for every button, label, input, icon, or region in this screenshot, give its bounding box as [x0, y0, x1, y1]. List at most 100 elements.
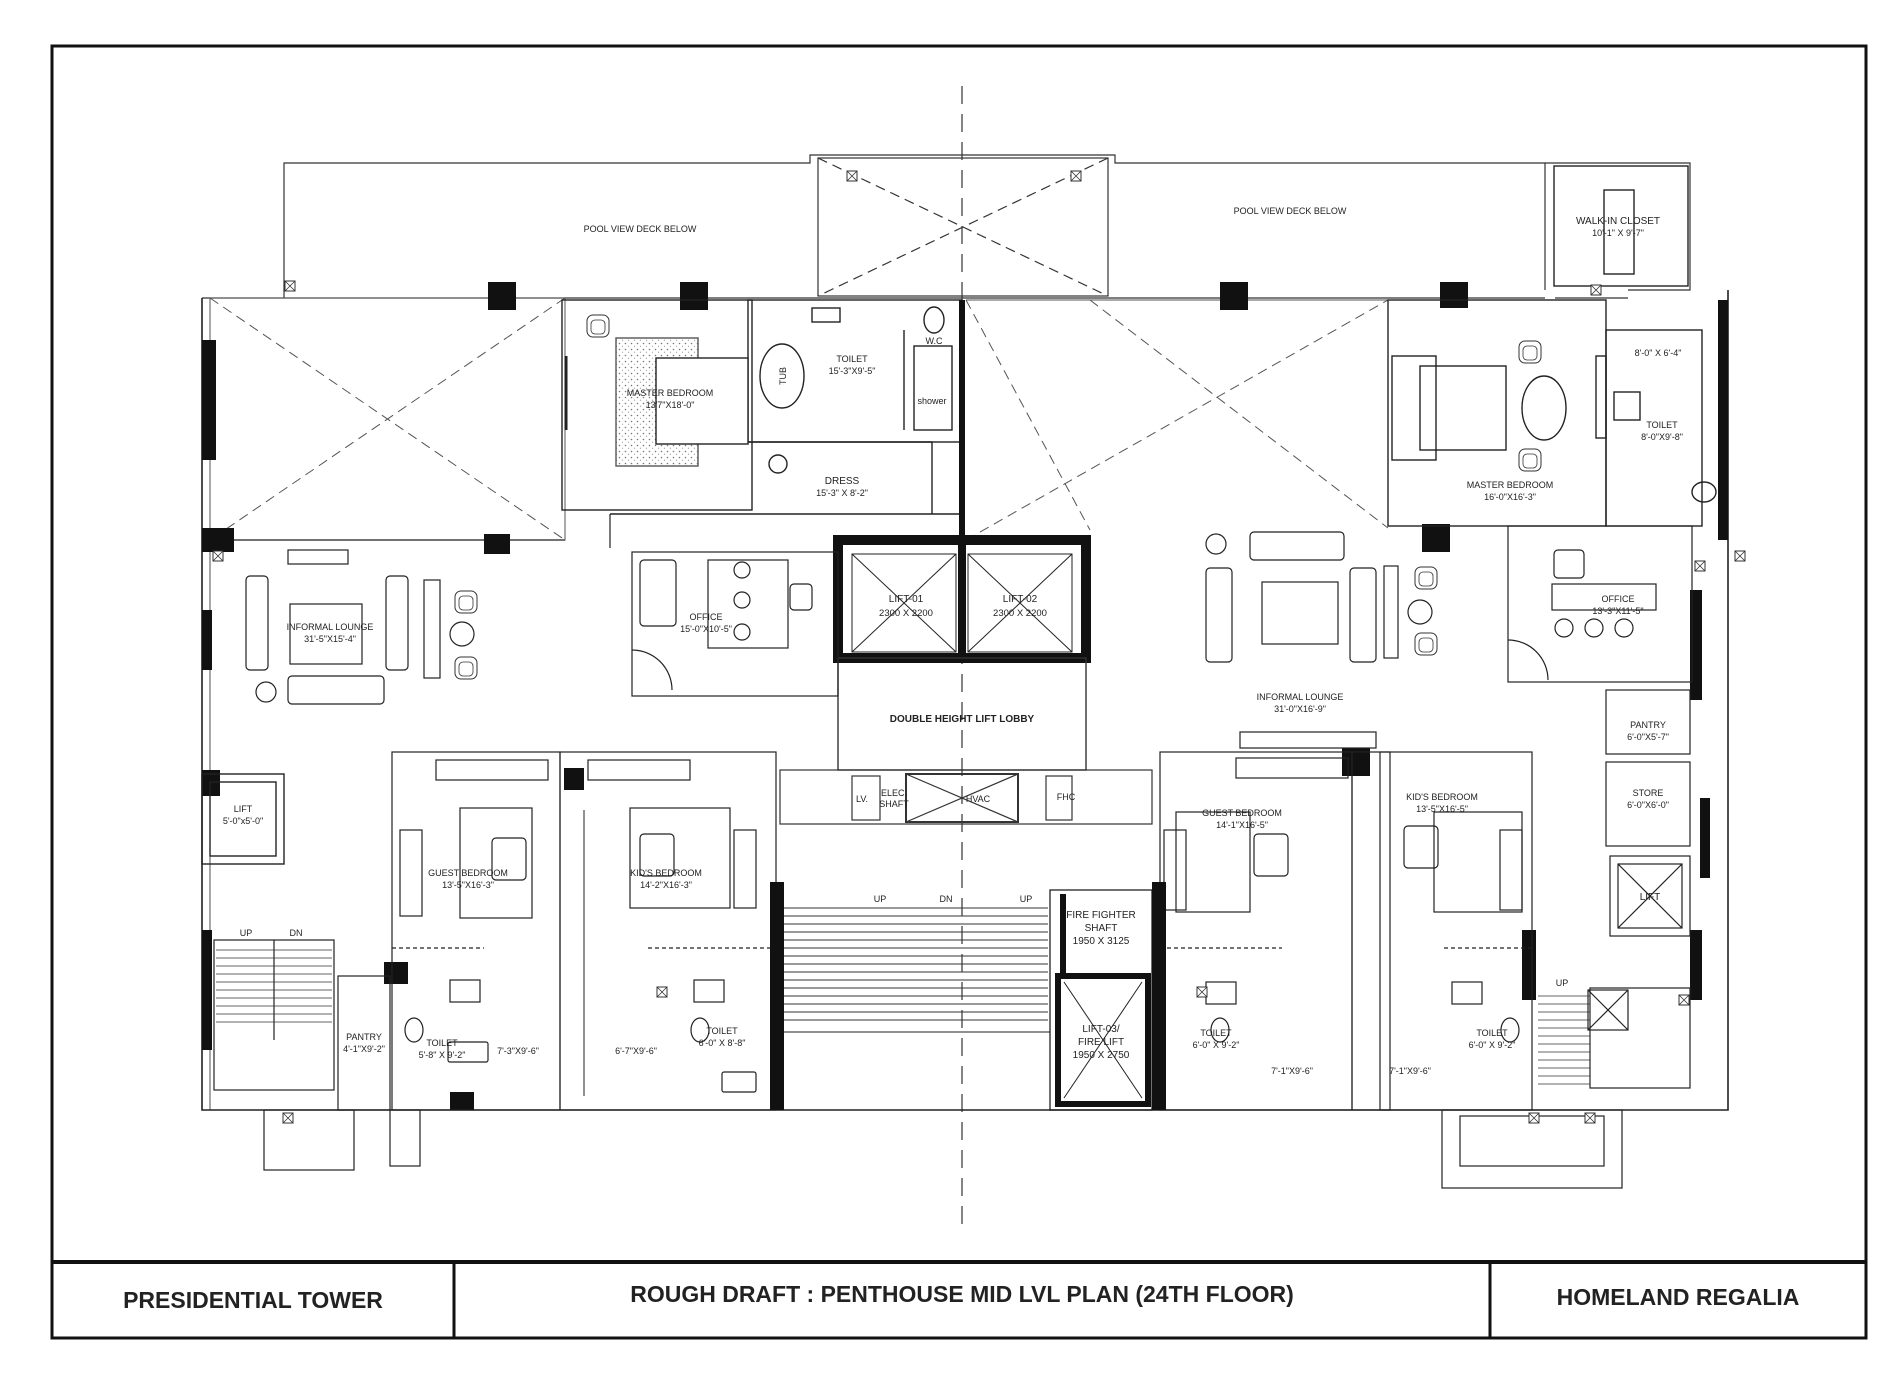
office-right-dim: 13'-3"X11'-5"	[1592, 606, 1643, 616]
lift-03-label-2: FIRE LIFT	[1078, 1037, 1124, 1048]
dress-label: DRESS	[825, 476, 860, 487]
title-left: PRESIDENTIAL TOWER	[123, 1287, 383, 1313]
toilet-top-dim: 15'-3"X9'-5"	[829, 366, 876, 376]
walk-in-dim: 10'-1" X 9'-7"	[1592, 228, 1644, 238]
deck-outlines	[202, 154, 1691, 299]
office-right	[1507, 525, 1693, 683]
master-bed-right-label: MASTER BEDROOM	[1467, 480, 1554, 490]
armchair-icon	[1414, 566, 1438, 590]
services-strip	[779, 769, 1153, 825]
left-stair	[213, 939, 335, 1091]
right-stair-treads	[1538, 995, 1590, 1085]
toilet-right-top-dim: 8'-0"X9'-8"	[1641, 432, 1683, 442]
toilet-gl-dim: 5'-8" X 9'-2"	[419, 1050, 466, 1060]
armchair-icon	[1414, 632, 1438, 656]
lift-02-dim: 2300 X 2200	[993, 608, 1047, 619]
left-stair-treads	[216, 949, 332, 1023]
pantry-right-label: PANTRY	[1630, 720, 1666, 730]
kids-bedroom-right	[1351, 751, 1623, 1189]
master-bed-left-dim: 13'7"X18'-0"	[646, 400, 695, 410]
stair-dn-label-1: DN	[940, 894, 953, 904]
guest-bed-left-label: GUEST BEDROOM	[428, 868, 508, 878]
toilet-gl-label: TOILET	[426, 1038, 458, 1048]
heavy-walls	[770, 882, 1166, 1110]
guest-bed-right-label: GUEST BEDROOM	[1202, 808, 1282, 818]
dress-dim: 15'-3" X 8'-2"	[816, 488, 868, 498]
armchair-icon	[1518, 340, 1542, 364]
walk-in-label: WALK-IN CLOSET	[1576, 216, 1660, 227]
title-right: HOMELAND REGALIA	[1557, 1284, 1800, 1310]
toilet-kr-dim: 6'-0" X 9'-2"	[1469, 1040, 1516, 1050]
kids-bed-left-label: KID'S BEDROOM	[630, 868, 702, 878]
lift-lobby-label: DOUBLE HEIGHT LIFT LOBBY	[890, 714, 1035, 725]
left-stair-dn: DN	[290, 928, 303, 938]
wc-label: W.C	[926, 336, 943, 346]
lift-02-label: LIFT-02	[1003, 594, 1038, 605]
deck-label-right: POOL VIEW DECK BELOW	[1234, 206, 1347, 216]
lift-03-dim: 1950 X 2750	[1073, 1050, 1130, 1061]
office-right-label: OFFICE	[1602, 594, 1635, 604]
left-stair-up: UP	[240, 928, 253, 938]
lounge-right-label: INFORMAL LOUNGE	[1257, 692, 1344, 702]
fhc-label: FHC	[1057, 792, 1076, 802]
elec-shaft-label-2: SHAFT	[879, 799, 909, 809]
fire-shaft-label-2: SHAFT	[1085, 923, 1118, 934]
sheet-border	[50, 44, 1868, 1340]
guest-bedroom-left	[391, 751, 561, 1111]
toilet-gr-label: TOILET	[1200, 1028, 1232, 1038]
right-stair-up: UP	[1556, 978, 1569, 988]
closet-small-dim: 8'-0" X 6'-4"	[1635, 348, 1682, 358]
fire-shaft-dim: 1950 X 3125	[1073, 936, 1130, 947]
lv-label: LV.	[856, 794, 868, 804]
hvac-label: HVAC	[966, 794, 991, 804]
informal-lounge-right	[1205, 531, 1433, 749]
lift-03-label-1: LIFT-03/	[1082, 1024, 1119, 1035]
open-to-below-right	[965, 299, 1389, 541]
stair-up-label-2: UP	[1020, 894, 1033, 904]
office-left-label: OFFICE	[690, 612, 723, 622]
master-bed-left-label: MASTER BEDROOM	[627, 388, 714, 398]
kids-bed-right-dim: 13'-5"X16'-5"	[1416, 804, 1468, 814]
kids-bed-right-label: KID'S BEDROOM	[1406, 792, 1478, 802]
dim-kr: 7'-1"X9'-6"	[1389, 1066, 1431, 1076]
master-bed-right-dim: 16'-0"X16'-3"	[1484, 492, 1536, 502]
dim-gl: 7'-3"X9'-6"	[497, 1046, 539, 1056]
armchair-icon	[454, 656, 478, 680]
guest-bed-left-dim: 13'-5"X16'-3"	[442, 880, 494, 890]
guest-bed-right-dim: 14'-1"X16'-5"	[1216, 820, 1268, 830]
pantry-left-dim: 4'-1"X9'-2"	[343, 1044, 385, 1054]
toilet-right-top-label: TOILET	[1646, 420, 1678, 430]
lounge-left-dim: 31'-5"X15'-4"	[304, 634, 356, 644]
lounge-left-label: INFORMAL LOUNGE	[287, 622, 374, 632]
title-center: ROUGH DRAFT : PENTHOUSE MID LVL PLAN (24…	[630, 1281, 1294, 1307]
shower-label: shower	[917, 396, 946, 406]
tub-label: TUB	[778, 367, 788, 385]
office-left-dim: 15'-0"X10'-5"	[680, 624, 732, 634]
elec-shaft-label-1: ELEC.	[881, 788, 907, 798]
toilet-kr-label: TOILET	[1476, 1028, 1508, 1038]
master-suite-left	[561, 299, 963, 548]
pantry-right-dim: 6'-0"X5'-7"	[1627, 732, 1669, 742]
open-to-below-left	[209, 297, 566, 541]
lift-left-label: LIFT	[234, 804, 253, 814]
pantry-left	[263, 975, 421, 1171]
lift-left-dim: 5'-0"x5'-0"	[223, 816, 263, 826]
deck-label-left: POOL VIEW DECK BELOW	[584, 224, 697, 234]
kids-bed-left-dim: 14'-2"X16'-3"	[640, 880, 692, 890]
toilet-kl-label: TOILET	[706, 1026, 738, 1036]
store-label: STORE	[1633, 788, 1664, 798]
pantry-left-label: PANTRY	[346, 1032, 382, 1042]
office-left	[631, 551, 839, 697]
stair-up-label-1: UP	[874, 894, 887, 904]
toilet-top-label: TOILET	[836, 354, 868, 364]
informal-lounge-left	[245, 549, 475, 705]
lift-01-label: LIFT-01	[889, 594, 924, 605]
kids-bedroom-left	[559, 751, 777, 1111]
store-dim: 6'-0"X6'-0"	[1627, 800, 1669, 810]
toilet-gr-dim: 6'-0" X 9'-2"	[1193, 1040, 1240, 1050]
dim-kl: 6'-7"X9'-6"	[615, 1046, 657, 1056]
armchair-icon	[1518, 448, 1542, 472]
fire-shaft-label-1: FIRE FIGHTER	[1066, 910, 1135, 921]
toilet-kl-dim: 6'-0" X 8'-8"	[699, 1038, 746, 1048]
